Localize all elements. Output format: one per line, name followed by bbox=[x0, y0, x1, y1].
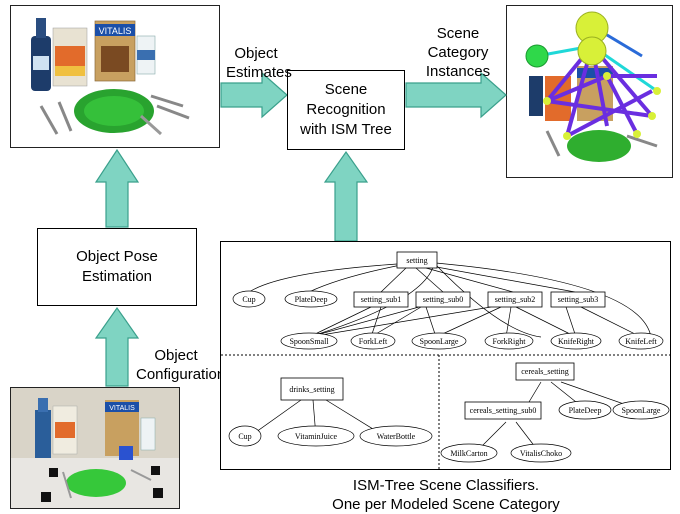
scene-category-instances-photo bbox=[506, 5, 673, 178]
node-spoonlarge: SpoonLarge bbox=[420, 337, 459, 346]
svg-text:VITALIS: VITALIS bbox=[109, 405, 135, 412]
node-milkcarton: MilkCarton bbox=[450, 449, 487, 458]
node-drinks-setting: drinks_setting bbox=[289, 385, 334, 394]
node-knifeleft: KnifeLeft bbox=[625, 337, 657, 346]
node-cereals-setting-sub0: cereals_setting_sub0 bbox=[470, 406, 537, 415]
node-forkright: ForkRight bbox=[493, 337, 527, 346]
node-cup: Cup bbox=[242, 295, 255, 304]
node-setting-sub0: setting_sub0 bbox=[423, 295, 463, 304]
node-platedeep: PlateDeep bbox=[295, 295, 328, 304]
node-vitaminjuice: VitaminJuice bbox=[295, 432, 338, 441]
scene-recognition-box: Scene Recognition with ISM Tree bbox=[287, 70, 405, 150]
svg-text:VITALIS: VITALIS bbox=[99, 26, 132, 36]
arrow-tree-to-recognition bbox=[323, 150, 369, 242]
node-kniferight: KnifeRight bbox=[558, 337, 595, 346]
arrow-pose-to-estimates bbox=[94, 148, 140, 228]
object-configuration-photo: VITALIS bbox=[10, 387, 180, 509]
node-cereals-spoonlarge: SpoonLarge bbox=[622, 406, 661, 415]
arrow-config-to-pose bbox=[94, 306, 140, 387]
node-waterbottle: WaterBottle bbox=[377, 432, 416, 441]
node-cereals-platedeep: PlateDeep bbox=[569, 406, 602, 415]
node-drinks-cup: Cup bbox=[238, 432, 251, 441]
tree-caption: ISM-Tree Scene Classifiers. One per Mode… bbox=[332, 477, 560, 513]
node-setting-sub3: setting_sub3 bbox=[558, 295, 598, 304]
object-pose-estimation-box: Object Pose Estimation bbox=[37, 228, 197, 306]
node-forkleft: ForkLeft bbox=[359, 337, 388, 346]
object-configuration-label: Object Configuration bbox=[136, 347, 226, 383]
node-vitalischoko: VitalisChoko bbox=[520, 449, 562, 458]
scene-category-instances-label: Scene Category Instances bbox=[425, 25, 491, 80]
object-estimates-label: Object Estimates bbox=[226, 45, 292, 81]
node-setting: setting bbox=[406, 256, 427, 265]
node-setting-sub2: setting_sub2 bbox=[495, 295, 535, 304]
arrow-object-estimates bbox=[220, 71, 288, 119]
ism-tree-panel: setting setting_sub1 setting_sub0 settin… bbox=[220, 241, 672, 471]
node-setting-sub1: setting_sub1 bbox=[361, 295, 401, 304]
node-spoonsmall: SpoonSmall bbox=[289, 337, 329, 346]
node-cereals-setting: cereals_setting bbox=[521, 367, 569, 376]
object-estimates-photo: VITALIS bbox=[10, 5, 220, 148]
arrow-scene-instances bbox=[405, 71, 507, 119]
